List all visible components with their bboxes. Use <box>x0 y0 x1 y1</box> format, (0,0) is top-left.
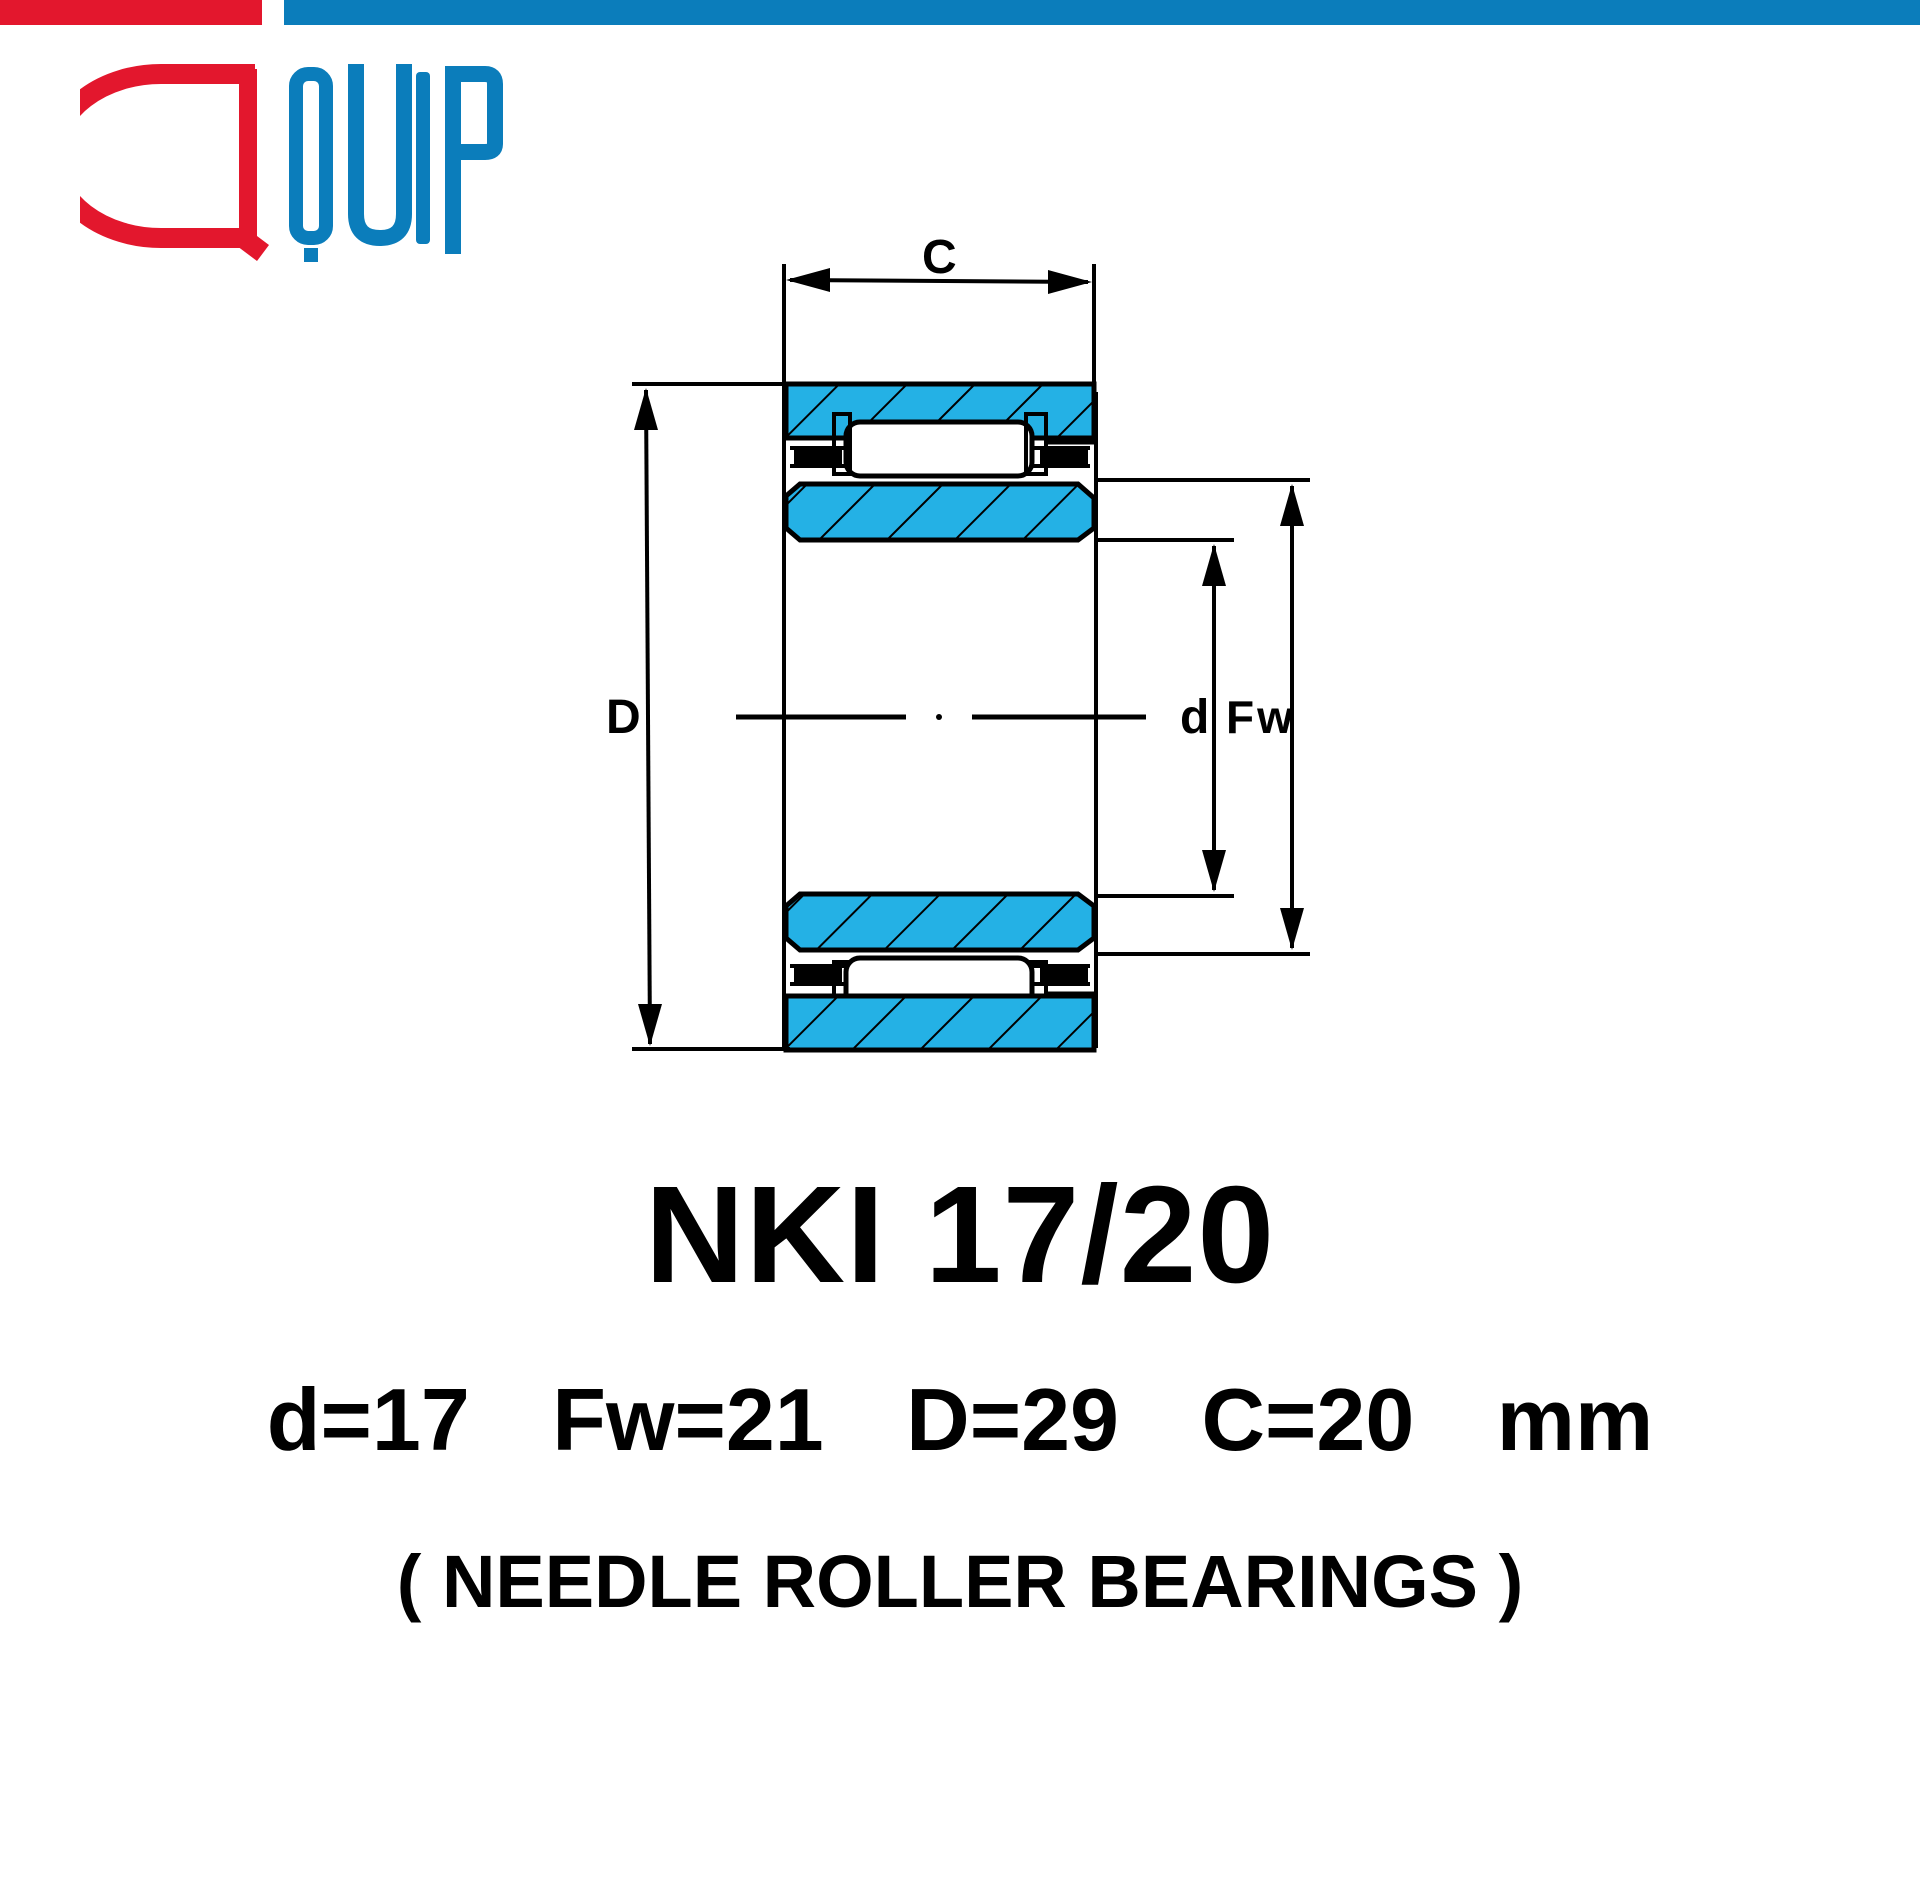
dimension-d-outer <box>632 382 790 1051</box>
header-bar-blue <box>284 0 1920 25</box>
dimension-fw <box>1096 478 1310 956</box>
spec-unit: mm <box>1496 1370 1654 1469</box>
label-bore: d <box>1180 691 1210 744</box>
model-number: NKI 17/20 <box>644 1158 1276 1312</box>
spec-width: C=20 <box>1201 1370 1415 1469</box>
dimension-d-bore <box>1096 538 1234 898</box>
outer-ring-top-body <box>783 381 1097 441</box>
dimension-c <box>782 264 1096 392</box>
label-outer-diameter: D <box>606 691 641 744</box>
bearing-cross-section-diagram <box>632 264 1310 1053</box>
quip-logo <box>80 64 503 262</box>
spec-bore: d=17 <box>266 1370 470 1469</box>
label-c: C <box>922 231 957 284</box>
product-category: ( NEEDLE ROLLER BEARINGS ) <box>396 1540 1524 1623</box>
inner-ring-bottom <box>783 891 1097 953</box>
label-fw: Fw <box>1226 691 1296 743</box>
inner-ring-top <box>783 481 1097 543</box>
spec-raceway: Fw=21 <box>552 1370 824 1469</box>
header-bar-red <box>0 0 262 25</box>
dimension-specs: d=17 Fw=21 D=29 C=20 mm <box>0 1376 1920 1464</box>
cage-top <box>790 412 1090 476</box>
needle-roller-top <box>843 419 1035 479</box>
outer-ring-bottom-body <box>783 993 1097 1053</box>
spec-outer-diameter: D=29 <box>906 1370 1119 1469</box>
